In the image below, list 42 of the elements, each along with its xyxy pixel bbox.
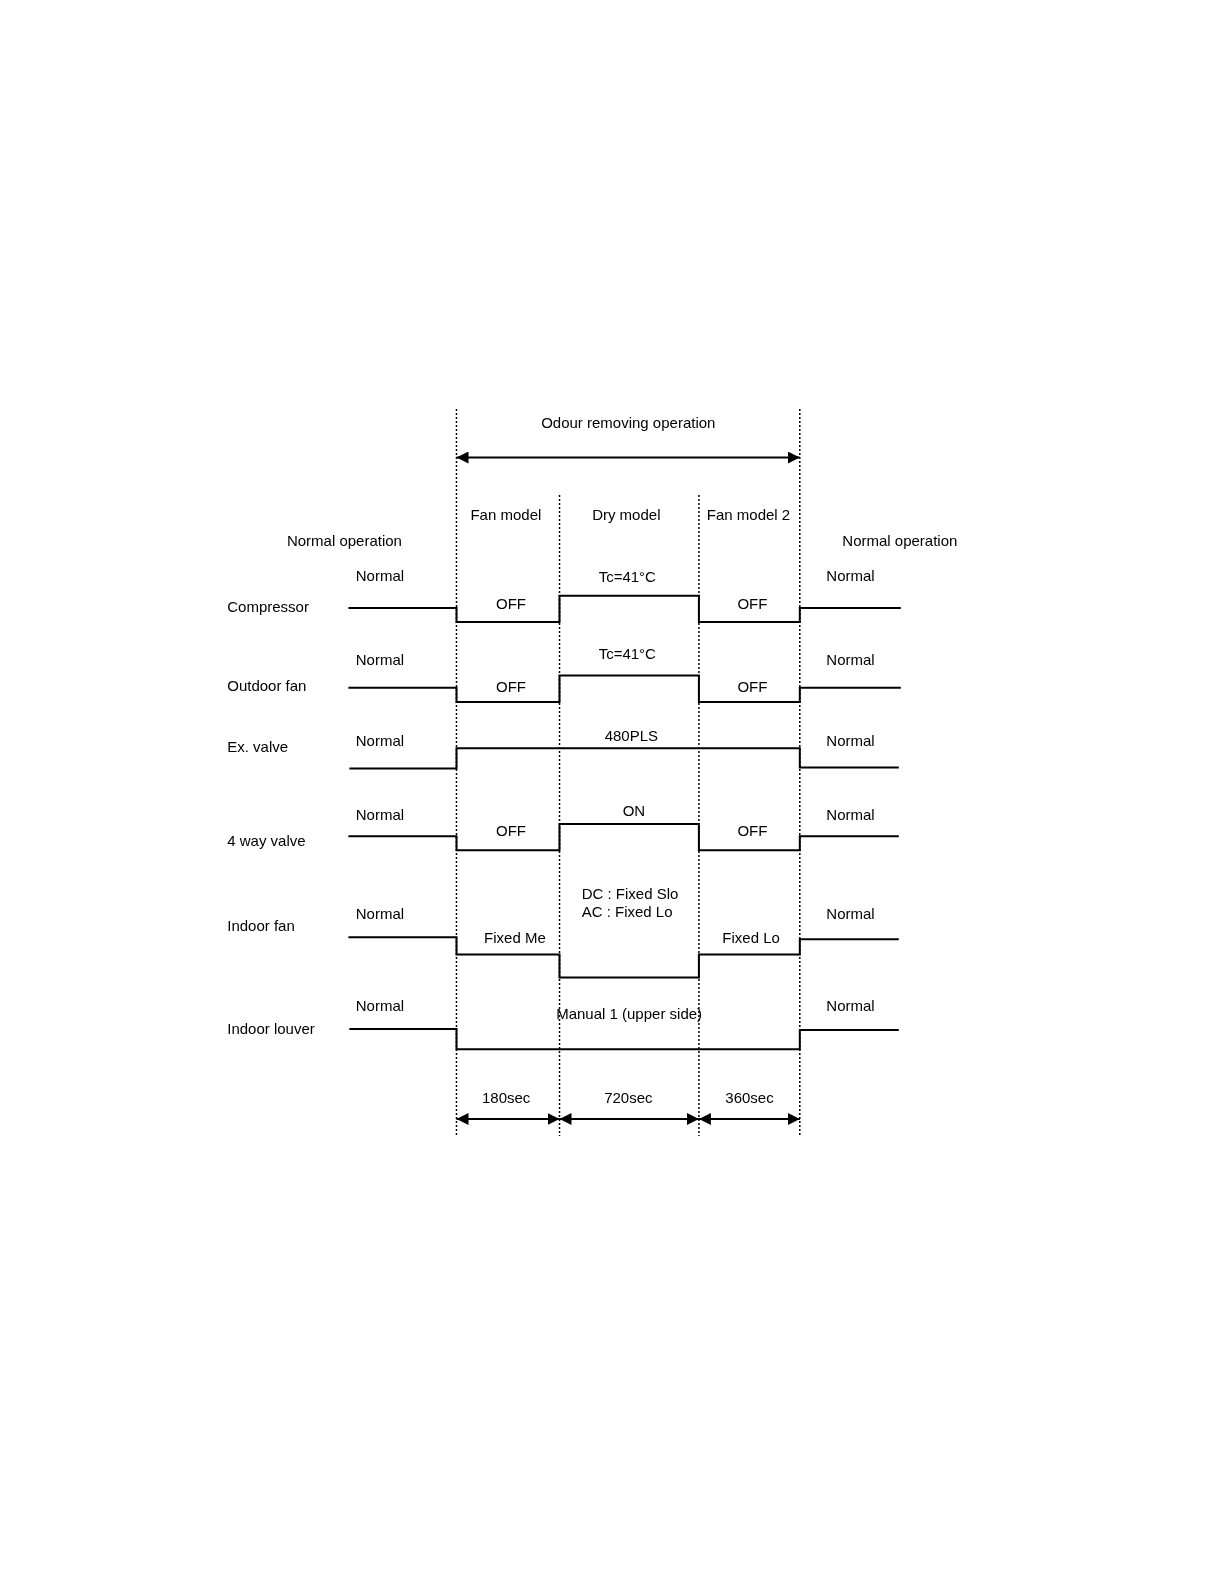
- state-label: OFF: [496, 677, 526, 696]
- state-label: Manual 1 (upper side): [556, 1004, 703, 1023]
- state-label: OFF: [737, 594, 768, 613]
- state-label: Normal: [826, 996, 875, 1015]
- state-label: Fixed Me: [484, 929, 546, 948]
- state-label: AC : Fixed Lo: [581, 902, 673, 921]
- state-label: OFF: [737, 822, 768, 841]
- phase-heading: Odour removing operation: [541, 414, 716, 433]
- signal-name: Outdoor fan: [227, 676, 307, 695]
- state-label: OFF: [737, 677, 768, 696]
- state-label: 480PLS: [604, 727, 659, 746]
- state-label: OFF: [496, 822, 526, 841]
- signal-name: Ex. valve: [227, 738, 289, 757]
- duration-label: 360sec: [725, 1088, 774, 1107]
- state-label: Normal: [355, 904, 405, 923]
- state-label: DC : Fixed Slo: [581, 884, 679, 903]
- state-label: Normal: [826, 566, 875, 585]
- phase-label: Fan model 2: [706, 506, 791, 525]
- phase-label: Normal operation: [842, 532, 958, 551]
- state-label: OFF: [496, 594, 526, 613]
- state-label: ON: [622, 801, 646, 820]
- state-label: Tc=41°C: [598, 645, 656, 664]
- duration-label: 720sec: [604, 1088, 653, 1107]
- signal-name: Indoor fan: [227, 917, 295, 936]
- signal-name: 4 way valve: [227, 832, 306, 851]
- state-label: Normal: [355, 996, 405, 1015]
- phase-label: Dry model: [592, 506, 661, 525]
- state-label: Normal: [826, 732, 875, 751]
- state-label: Normal: [355, 806, 405, 824]
- signal-name: Compressor: [227, 597, 309, 616]
- state-label: Fixed Lo: [722, 929, 780, 948]
- signal-name: Indoor louver: [227, 1020, 315, 1039]
- state-label: Normal: [355, 732, 405, 751]
- state-label: Normal: [826, 651, 875, 670]
- state-label: Normal: [355, 566, 405, 585]
- state-label: Tc=41°C: [598, 567, 656, 586]
- state-label: Normal: [826, 806, 875, 824]
- state-label: Normal: [355, 651, 405, 670]
- phase-label: Fan model: [470, 506, 542, 525]
- state-label: Normal: [826, 904, 875, 923]
- phase-label: Normal operation: [286, 532, 402, 551]
- duration-label: 180sec: [481, 1088, 531, 1107]
